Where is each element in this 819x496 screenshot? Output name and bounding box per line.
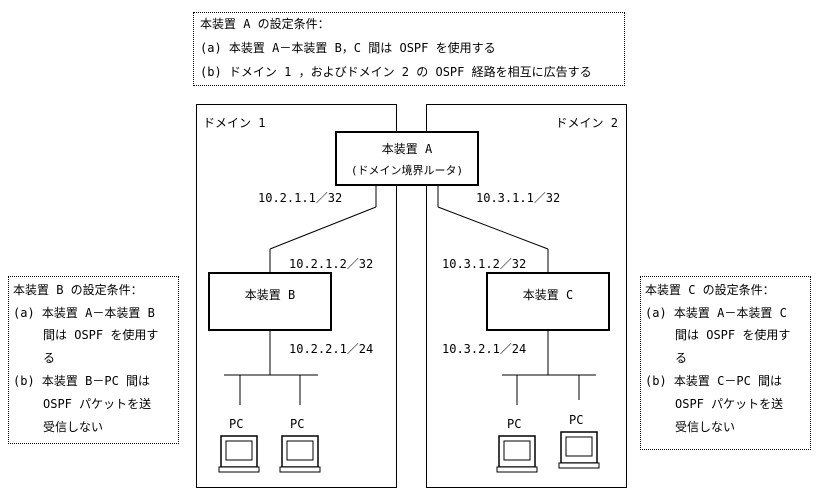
addr-a-to-b: 10.2.1.1／32: [258, 191, 343, 205]
condition-c-b3: 受信しない: [675, 420, 736, 434]
condition-b-a1: (a) 本装置 A－本装置 B: [13, 306, 155, 320]
condition-a-line-b: (b) ドメイン 1 ，およびドメイン 2 の OSPF 経路を相互に広告する: [200, 65, 592, 79]
condition-box-a: 本装置 A の設定条件： (a) 本装置 A－本装置 B，C 間は OSPF を…: [193, 12, 625, 86]
condition-a-title: 本装置 A の設定条件：: [200, 17, 330, 31]
condition-b-b3: 受信しない: [43, 420, 104, 434]
condition-b-title: 本装置 B の設定条件：: [13, 283, 143, 297]
device-c-box: 本装置 C: [486, 272, 610, 331]
pc-c2-icon: [558, 431, 600, 469]
pc-c1-icon: [496, 435, 538, 473]
addr-c-up: 10.3.1.2／32: [442, 257, 527, 271]
domain-1-label: ドメイン 1: [203, 116, 266, 130]
condition-b-a3: る: [43, 351, 56, 365]
condition-c-b1: (b) 本装置 C－PC 間は: [645, 374, 783, 388]
domain-2-label: ドメイン 2: [555, 116, 618, 130]
addr-a-to-c: 10.3.1.1／32: [476, 191, 561, 205]
pc-c2-label: PC: [569, 413, 584, 427]
device-b-name: 本装置 B: [244, 288, 296, 302]
addr-b-up: 10.2.1.2／32: [289, 257, 374, 271]
domain-2-frame: ドメイン 2: [426, 104, 627, 488]
condition-c-b2: OSPF パケットを送: [675, 397, 784, 411]
device-a-name: 本装置 A: [381, 142, 433, 156]
condition-c-a1: (a) 本装置 A－本装置 C: [645, 306, 787, 320]
condition-b-b2: OSPF パケットを送: [43, 397, 152, 411]
pc-b1-label: PC: [229, 417, 244, 431]
condition-box-c: 本装置 C の設定条件： (a) 本装置 A－本装置 C 間は OSPF を使用…: [640, 276, 811, 450]
device-b-box: 本装置 B: [208, 272, 332, 331]
condition-c-a3: る: [675, 351, 688, 365]
condition-a-line-a: (a) 本装置 A－本装置 B，C 間は OSPF を使用する: [200, 41, 496, 55]
device-a-role: (ドメイン境界ルータ): [350, 164, 464, 177]
addr-c-lan: 10.3.2.1／24: [442, 342, 527, 356]
pc-c1-label: PC: [507, 417, 522, 431]
condition-box-b: 本装置 B の設定条件： (a) 本装置 A－本装置 B 間は OSPF を使用…: [8, 276, 179, 444]
pc-b1-icon: [218, 435, 260, 473]
device-a-box: 本装置 A (ドメイン境界ルータ): [335, 131, 479, 186]
pc-b2-label: PC: [290, 417, 305, 431]
domain-1-frame: ドメイン 1: [196, 104, 397, 488]
condition-b-a2: 間は OSPF を使用す: [43, 328, 159, 342]
addr-b-lan: 10.2.2.1／24: [289, 342, 374, 356]
condition-b-b1: (b) 本装置 B－PC 間は: [13, 374, 151, 388]
device-c-name: 本装置 C: [522, 288, 574, 302]
pc-b2-icon: [279, 435, 321, 473]
condition-c-title: 本装置 C の設定条件：: [645, 283, 775, 297]
condition-c-a2: 間は OSPF を使用す: [675, 328, 791, 342]
